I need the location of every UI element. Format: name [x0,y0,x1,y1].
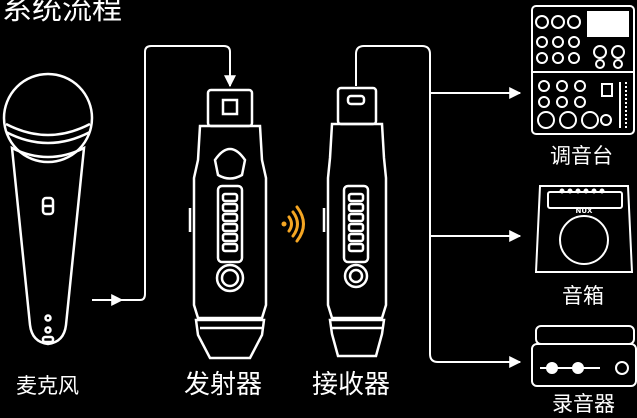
wireless-signal-icon [281,205,305,243]
recorder-label: 录音器 [552,392,615,416]
microphone-icon [2,72,94,346]
mixer-label: 调音台 [550,144,613,168]
receiver-label: 接收器 [312,370,391,400]
transmitter-label: 发射器 [184,370,263,400]
mixer-icon [531,5,635,135]
mic-to-transmitter-cable [122,45,236,301]
amplifier-icon [534,185,634,273]
transmitter-icon [188,88,268,360]
microphone-label: 麦克风 [16,374,79,398]
amplifier-brand-logo: NUX [576,207,594,215]
receiver-icon [322,86,388,358]
page-title: 系统流程 [2,0,122,27]
receiver-cable [355,45,490,363]
signal-flow-lines [92,45,522,368]
recorder-icon [531,325,637,387]
amplifier-label: 音箱 [562,284,604,308]
